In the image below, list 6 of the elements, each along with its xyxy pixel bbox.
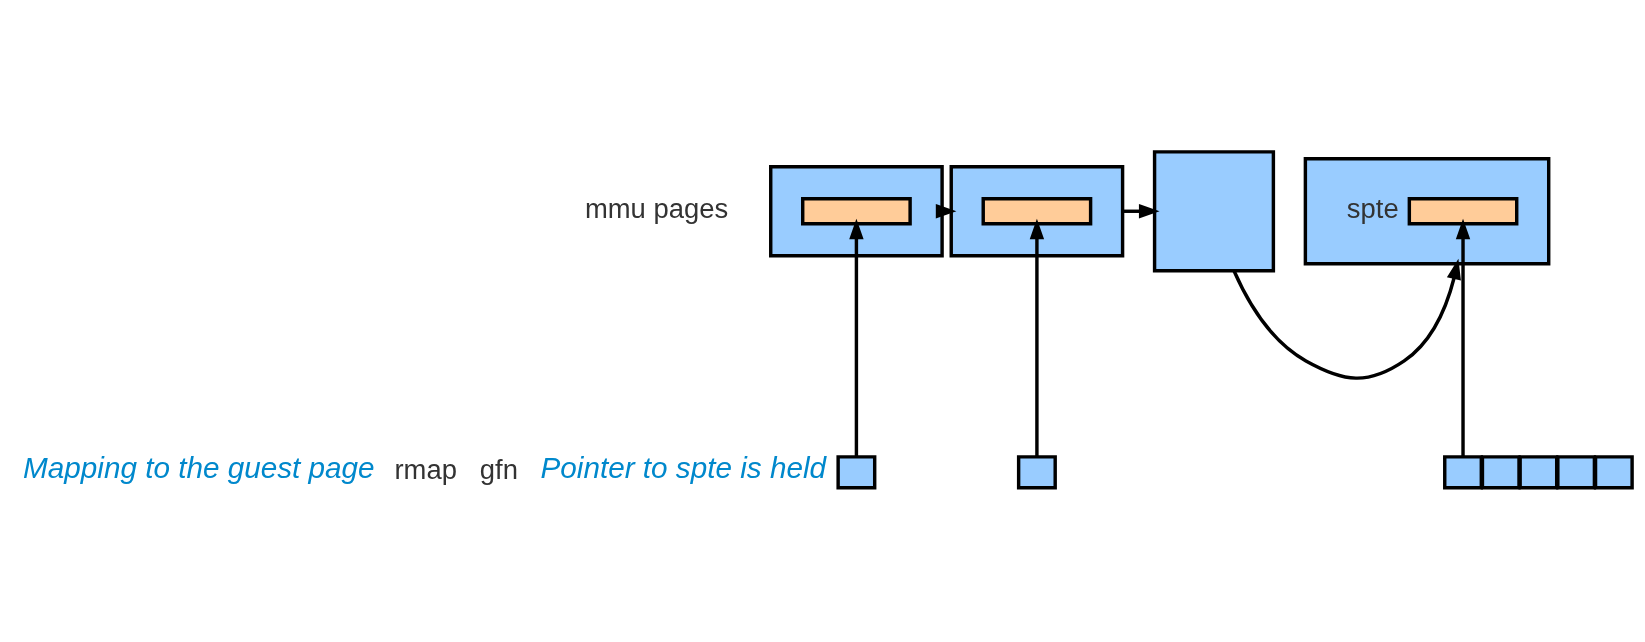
- label: gfn: [479, 453, 518, 485]
- label: Pointer to spte is held: [540, 450, 826, 484]
- label: Mapping to the guest page: [22, 450, 375, 484]
- node-label: spte: [1346, 192, 1399, 224]
- label: rmap: [394, 453, 457, 485]
- label: mmu pages: [584, 192, 728, 224]
